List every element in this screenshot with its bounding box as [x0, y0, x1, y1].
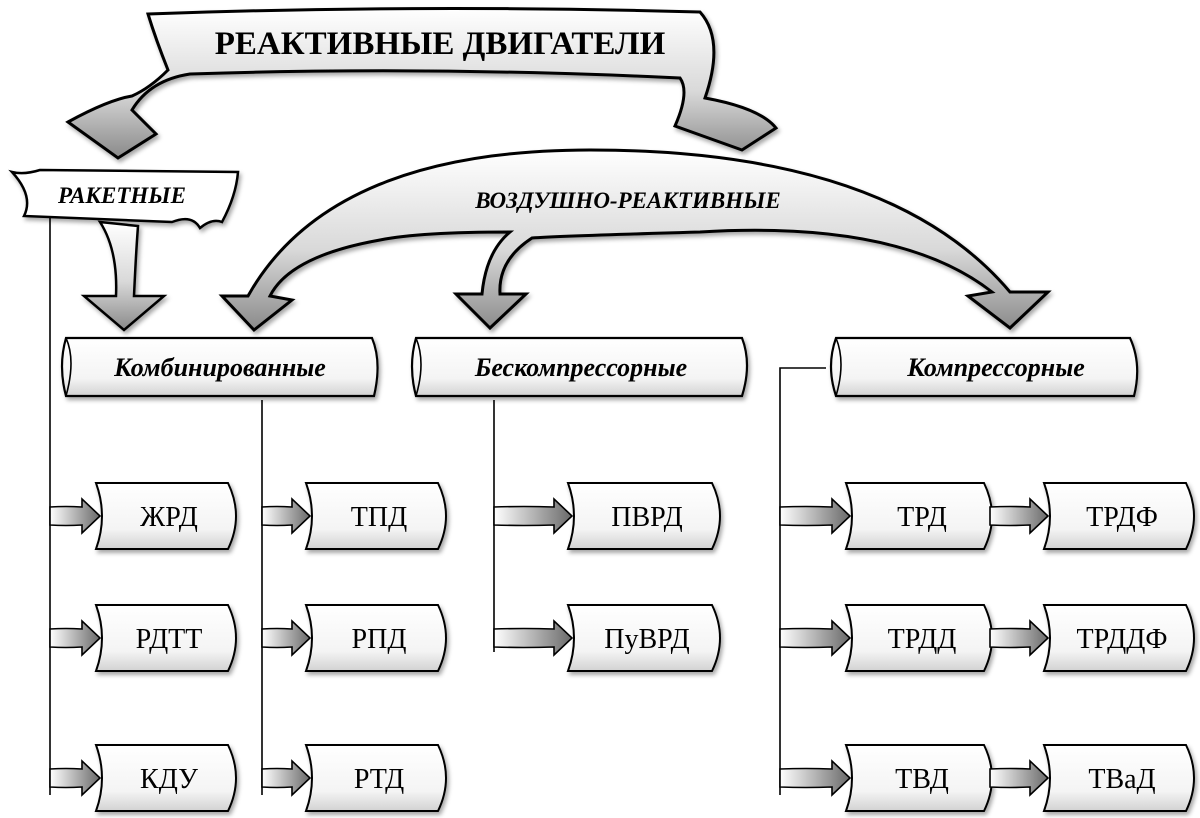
air-breathing-arch-shape — [218, 148, 1052, 333]
leaf-box-tvad: ТВаД — [1042, 744, 1195, 812]
rocket-banner-shape — [8, 168, 240, 230]
leaf-box-trd: ТРД — [844, 482, 993, 550]
leaf-box-trddf-shape — [1042, 604, 1195, 672]
leaf-box-tvad-label: ТВаД — [1088, 764, 1155, 795]
air-breathing-category-label: ВОЗДУШНО-РЕАКТИВНЫЕ — [474, 188, 780, 213]
leaf-box-kdu-shape — [94, 744, 237, 812]
leaf-box-zhrd: ЖРД — [94, 482, 237, 550]
feeder-arrow-tvd — [779, 759, 852, 797]
diagram-title: РЕАКТИВНЫЕ ДВИГАТЕЛИ — [215, 26, 666, 62]
leaf-box-trdf-shape — [1042, 482, 1195, 550]
feeder-arrow-trdf — [989, 497, 1050, 535]
feeder-arrow-trd — [779, 497, 852, 535]
leaf-box-tvad-shape — [1042, 744, 1195, 812]
leaf-box-rpd: РПД — [304, 604, 447, 672]
leaf-box-tpd-shape — [304, 482, 447, 550]
leaf-box-trdf-label: ТРДФ — [1086, 502, 1158, 533]
leaf-box-trd-label: ТРД — [897, 502, 947, 533]
leaf-boxes: ЖРД РДТТ КДУ ТПД РПД РТД ПВРД ПуВРД ТРД ТРДД ТВД ТР… — [49, 482, 1195, 812]
group-box-compressor: Компрессорные — [829, 336, 1139, 398]
leaf-box-zhrd-shape — [94, 482, 237, 550]
compressor-trunk-line — [779, 367, 826, 795]
leaf-box-rdtt: РДТТ — [94, 604, 237, 672]
rocket-to-combined-arrow — [80, 220, 168, 332]
compressorless-box-shape — [410, 336, 749, 398]
leaf-box-tvd-shape — [844, 744, 993, 812]
leaf-box-puvrd-shape — [566, 604, 721, 672]
combined-label: Комбинированные — [113, 353, 326, 382]
feeder-arrow-tpd — [261, 497, 312, 535]
leaf-box-pvrd-label: ПВРД — [611, 502, 682, 533]
leaf-box-rtd: РТД — [304, 744, 447, 812]
leaf-box-rtd-shape — [304, 744, 447, 812]
leaf-box-pvrd: ПВРД — [566, 482, 721, 550]
air-breathing-arch: ВОЗДУШНО-РЕАКТИВНЫЕ — [218, 148, 1052, 333]
leaf-box-trdf: ТРДФ — [1042, 482, 1195, 550]
feeder-arrow-trddf — [989, 619, 1050, 657]
combined-box-scroll — [65, 337, 72, 397]
leaf-box-tpd-label: ТПД — [351, 502, 407, 533]
leaf-box-rdtt-shape — [94, 604, 237, 672]
feeder-arrow-rpd — [261, 619, 312, 657]
compressor-label: Компрессорные — [906, 353, 1085, 382]
feeder-arrow-trdd — [779, 619, 852, 657]
feeder-arrow-kdu — [49, 759, 102, 797]
rocket-category-label: РАКЕТНЫЕ — [57, 183, 186, 208]
leaf-box-zhrd-label: ЖРД — [140, 502, 198, 533]
leaf-box-kdu: КДУ — [94, 744, 237, 812]
group-box-compressorless: Бескомпрессорные — [410, 336, 749, 398]
leaf-box-kdu-label: КДУ — [140, 764, 198, 795]
leaf-box-tpd: ТПД — [304, 482, 447, 550]
feeder-arrow-rtd — [261, 759, 312, 797]
leaf-box-rtd-label: РТД — [354, 764, 404, 795]
combined-box-shape — [60, 336, 379, 398]
leaf-box-tvd-label: ТВД — [895, 764, 949, 795]
leaf-box-rpd-label: РПД — [352, 624, 407, 655]
compressorless-box-scroll — [415, 337, 422, 397]
leaf-box-puvrd-label: ПуВРД — [604, 624, 689, 655]
connector-lines — [49, 216, 826, 795]
leaf-box-pvrd-shape — [566, 482, 721, 550]
leaf-box-trdd-shape — [844, 604, 993, 672]
compressorless-label: Бескомпрессорные — [474, 353, 687, 382]
leaf-box-tvd: ТВД — [844, 744, 993, 812]
feeder-arrow-puvrd — [493, 619, 574, 657]
leaf-box-trddf: ТРДДФ — [1042, 604, 1195, 672]
compressor-box-scroll — [835, 337, 842, 397]
title-arrow: РЕАКТИВНЫЕ ДВИГАТЕЛИ — [65, 6, 779, 160]
feeder-arrow-tvad — [989, 759, 1050, 797]
leaf-box-trdd: ТРДД — [844, 604, 993, 672]
feeder-arrow-zhrd — [49, 497, 102, 535]
rocket-category-banner: РАКЕТНЫЕ — [8, 168, 240, 230]
compressor-box-shape — [829, 336, 1139, 398]
leaf-box-rdtt-label: РДТТ — [136, 624, 203, 655]
leaf-box-trd-shape — [844, 482, 993, 550]
leaf-box-trdd-label: ТРДД — [888, 624, 957, 655]
feeder-arrow-rdtt — [49, 619, 102, 657]
leaf-box-trddf-label: ТРДДФ — [1077, 624, 1168, 655]
leaf-box-rpd-shape — [304, 604, 447, 672]
group-box-combined: Комбинированные — [60, 336, 379, 398]
leaf-box-puvrd: ПуВРД — [566, 604, 721, 672]
title-arrow-body — [65, 6, 779, 160]
feeder-arrow-pvrd — [493, 497, 574, 535]
